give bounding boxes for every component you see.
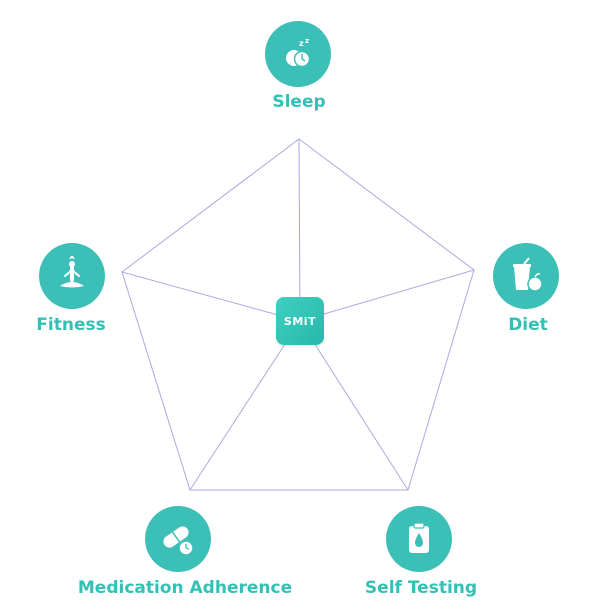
self-testing-icon <box>409 522 429 553</box>
diet-node <box>493 243 559 309</box>
medication-label: Medication Adherence <box>77 578 293 598</box>
spoke-diet <box>299 269 475 322</box>
fitness-node <box>39 243 105 309</box>
smit-logo-text: SMiT <box>283 314 317 328</box>
svg-text:z: z <box>299 39 304 48</box>
sleep-label: Sleep <box>272 92 326 112</box>
sleep-node: z z <box>265 21 331 87</box>
diet-label: Diet <box>508 315 548 335</box>
medication-node <box>145 506 211 572</box>
svg-text:z: z <box>305 37 309 45</box>
pentagon-outline <box>121 138 475 491</box>
fitness-label: Fitness <box>36 315 106 335</box>
spoke-sleep <box>298 138 301 322</box>
diet-icon <box>513 257 543 292</box>
spoke-medication <box>189 320 301 491</box>
spoke-self-testing <box>299 320 409 491</box>
sleep-icon: z z <box>286 37 311 68</box>
self-testing-node <box>386 506 452 572</box>
spoke-fitness <box>121 271 301 322</box>
self-testing-label: Self Testing <box>364 578 478 598</box>
medication-icon <box>163 526 194 556</box>
fitness-icon <box>60 256 84 288</box>
smit-logo-hub: SMiT <box>276 297 324 345</box>
